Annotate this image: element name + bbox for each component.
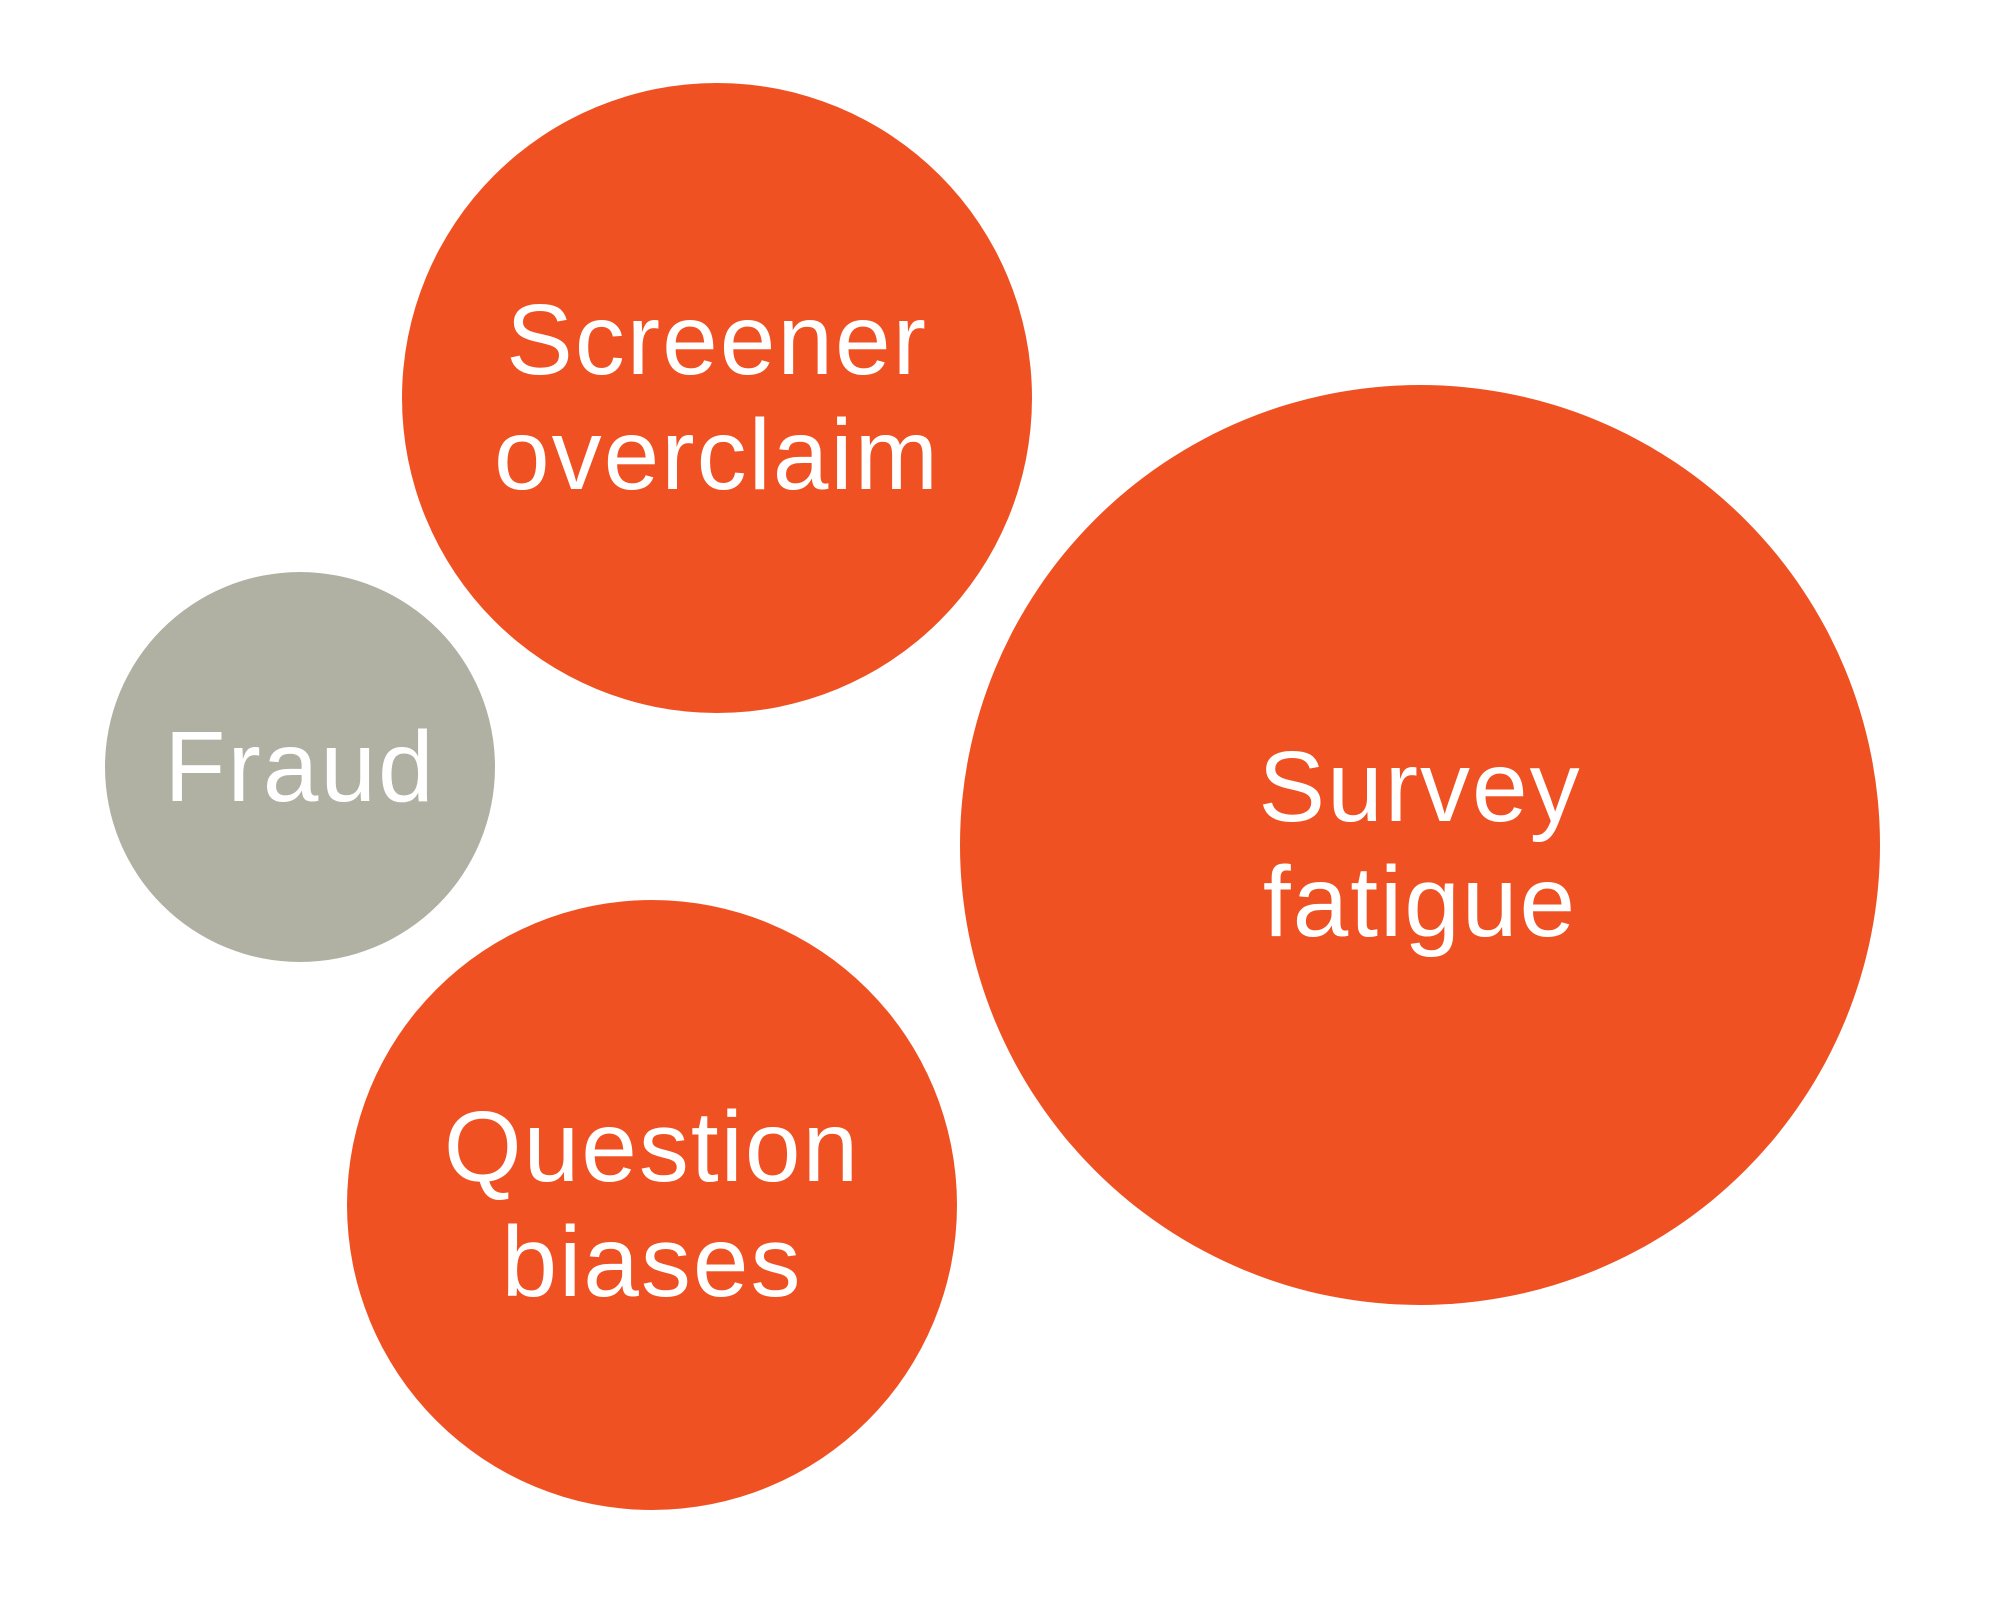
bubble-label-line: overclaim xyxy=(494,399,940,511)
bubble-survey-fatigue: Survey fatigue xyxy=(960,385,1880,1305)
bubble-label-line: Survey xyxy=(1258,731,1582,843)
bubble-fraud: Fraud xyxy=(105,572,495,962)
bubble-question-biases: Question biases xyxy=(347,900,957,1510)
bubble-label-line: biases xyxy=(501,1206,803,1318)
bubble-label-line: Screener xyxy=(506,284,928,396)
bubble-label-line: Question xyxy=(443,1091,861,1203)
bubble-label-line: Fraud xyxy=(164,710,436,823)
bubble-screener-overclaim: Screener overclaim xyxy=(402,83,1032,713)
bubble-label-line: fatigue xyxy=(1262,846,1578,958)
